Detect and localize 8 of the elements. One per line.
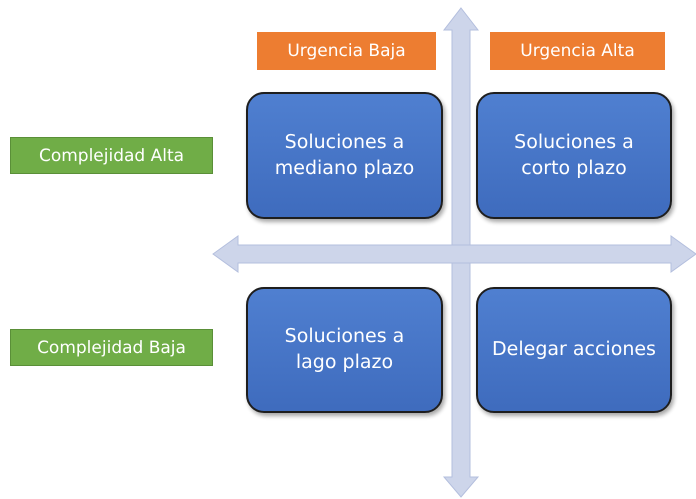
urgency-label: Urgencia Baja (257, 32, 436, 70)
quadrant-box: Soluciones a lago plazo (246, 287, 443, 413)
complexity-label: Complejidad Baja (10, 329, 213, 366)
urgency-label: Urgencia Alta (490, 32, 665, 70)
quadrant-box: Delegar acciones (476, 287, 672, 413)
complexity-label: Complejidad Alta (10, 137, 213, 174)
quadrant-box: Soluciones a corto plazo (476, 92, 672, 219)
quadrant-box: Soluciones a mediano plazo (246, 92, 443, 219)
